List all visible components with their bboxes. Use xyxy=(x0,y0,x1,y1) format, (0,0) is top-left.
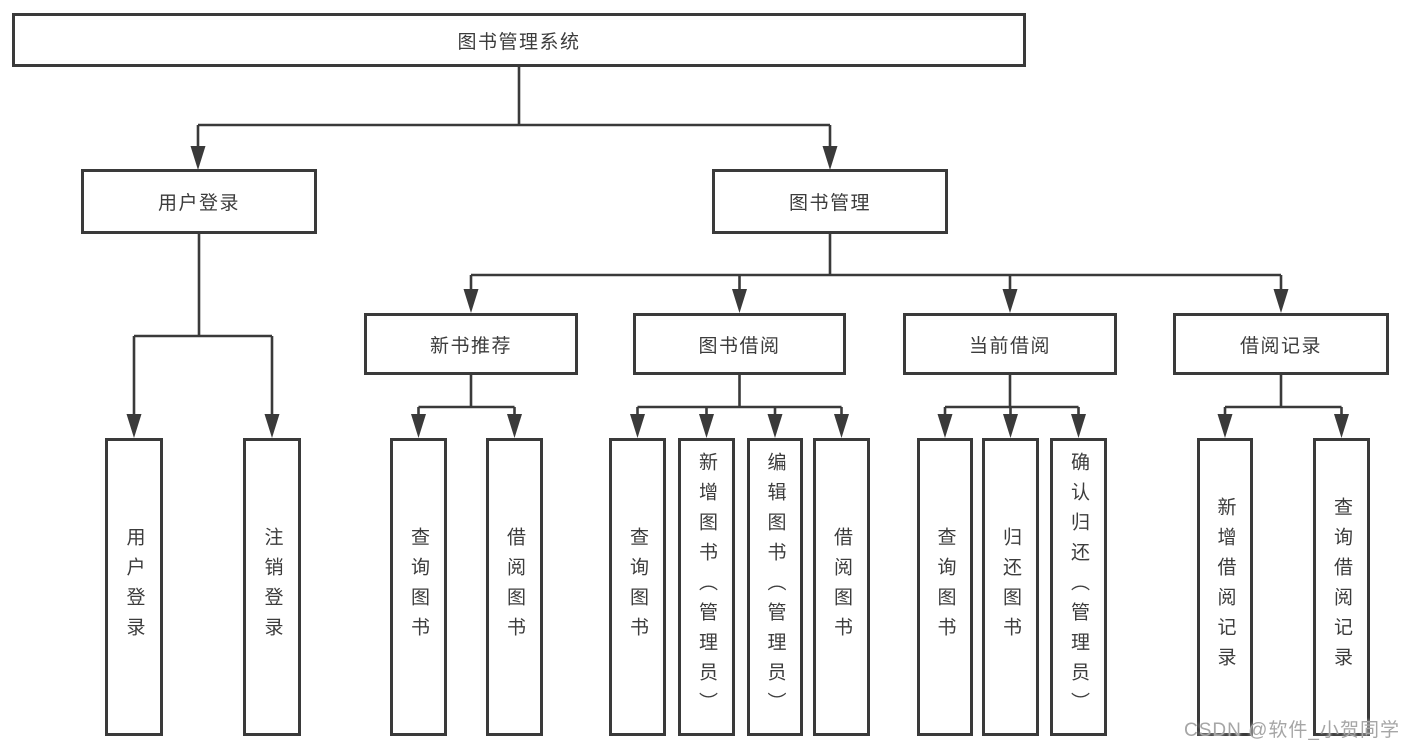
arrowhead xyxy=(699,414,714,438)
arrowhead xyxy=(507,414,522,438)
arrowhead xyxy=(1071,414,1086,438)
node-book-borrow: 图书借阅 xyxy=(633,313,846,375)
leaf-logout: 注销登录 xyxy=(243,438,301,736)
arrowhead xyxy=(1217,414,1233,438)
leaf-return-book: 归还图书 xyxy=(982,438,1039,736)
arrowhead xyxy=(630,414,645,438)
arrowhead xyxy=(822,146,838,170)
leaf-add-book-admin: 新增图书（管理员） xyxy=(678,438,735,736)
leaf-borrow-books-1: 借阅图书 xyxy=(486,438,543,736)
leaf-user-login: 用户登录 xyxy=(105,438,163,736)
arrowhead xyxy=(190,146,206,170)
arrowhead xyxy=(463,289,479,313)
arrowhead xyxy=(1002,289,1018,313)
leaf-borrow-books-2: 借阅图书 xyxy=(813,438,870,736)
edge-current-borrow-to-leaves xyxy=(937,374,1086,438)
leaf-query-borrow-record: 查询借阅记录 xyxy=(1313,438,1370,736)
node-root-system: 图书管理系统 xyxy=(12,13,1026,67)
arrowhead xyxy=(1003,414,1018,438)
edge-borrow-record-to-leaves xyxy=(1217,374,1349,438)
node-book-management: 图书管理 xyxy=(712,169,948,234)
arrowhead xyxy=(126,414,142,438)
csdn-watermark: CSDN @软件_小贺同学 xyxy=(1184,720,1400,741)
arrowhead xyxy=(1273,289,1289,313)
leaf-query-books-2: 查询图书 xyxy=(609,438,666,736)
leaf-query-books-3: 查询图书 xyxy=(917,438,973,736)
node-user-login: 用户登录 xyxy=(81,169,317,234)
arrowhead xyxy=(767,414,783,438)
leaf-query-books-1: 查询图书 xyxy=(390,438,447,736)
arrowhead xyxy=(937,414,953,438)
leaf-confirm-return-admin: 确认归还（管理员） xyxy=(1050,438,1107,736)
edge-book-management-to-level3 xyxy=(463,234,1289,313)
edge-new-book-recommend-to-leaves xyxy=(411,374,522,438)
edge-book-borrow-to-leaves xyxy=(630,374,849,438)
arrowhead xyxy=(834,414,849,438)
arrowhead xyxy=(411,414,426,438)
arrowhead xyxy=(264,414,280,438)
node-current-borrow: 当前借阅 xyxy=(903,313,1117,375)
node-borrow-record: 借阅记录 xyxy=(1173,313,1389,375)
leaf-add-borrow-record: 新增借阅记录 xyxy=(1197,438,1253,736)
edge-root-to-level2 xyxy=(190,67,838,170)
edge-user-login-to-leaves xyxy=(126,234,280,438)
node-new-book-recommend: 新书推荐 xyxy=(364,313,578,375)
leaf-edit-book-admin: 编辑图书（管理员） xyxy=(747,438,803,736)
arrowhead xyxy=(732,289,747,313)
arrowhead xyxy=(1334,414,1349,438)
